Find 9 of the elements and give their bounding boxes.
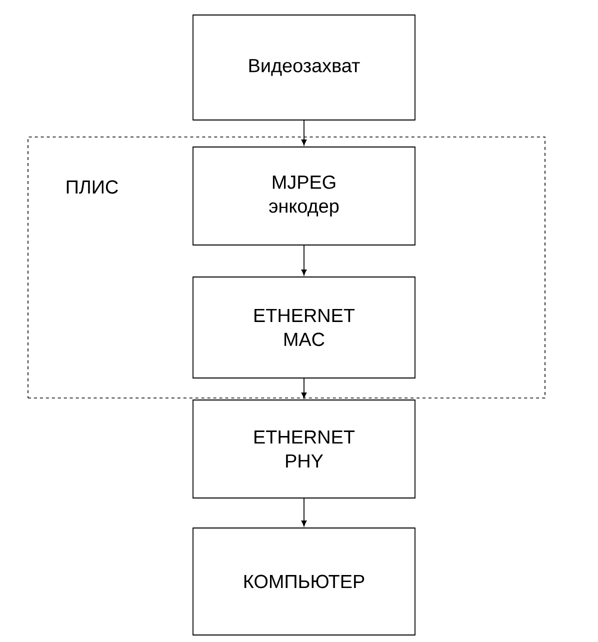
process-box: КОМПЬЮТЕР — [192, 528, 416, 636]
process-box: MJPEG энкодер — [192, 146, 416, 246]
process-box: ETHERNET PHY — [192, 400, 416, 498]
process-box: ETHERNET MAC — [192, 276, 416, 378]
arrow — [301, 120, 307, 146]
process-box: Видеозахват — [192, 14, 416, 120]
arrow — [301, 498, 307, 526]
arrow — [301, 378, 307, 398]
arrow — [301, 245, 307, 276]
